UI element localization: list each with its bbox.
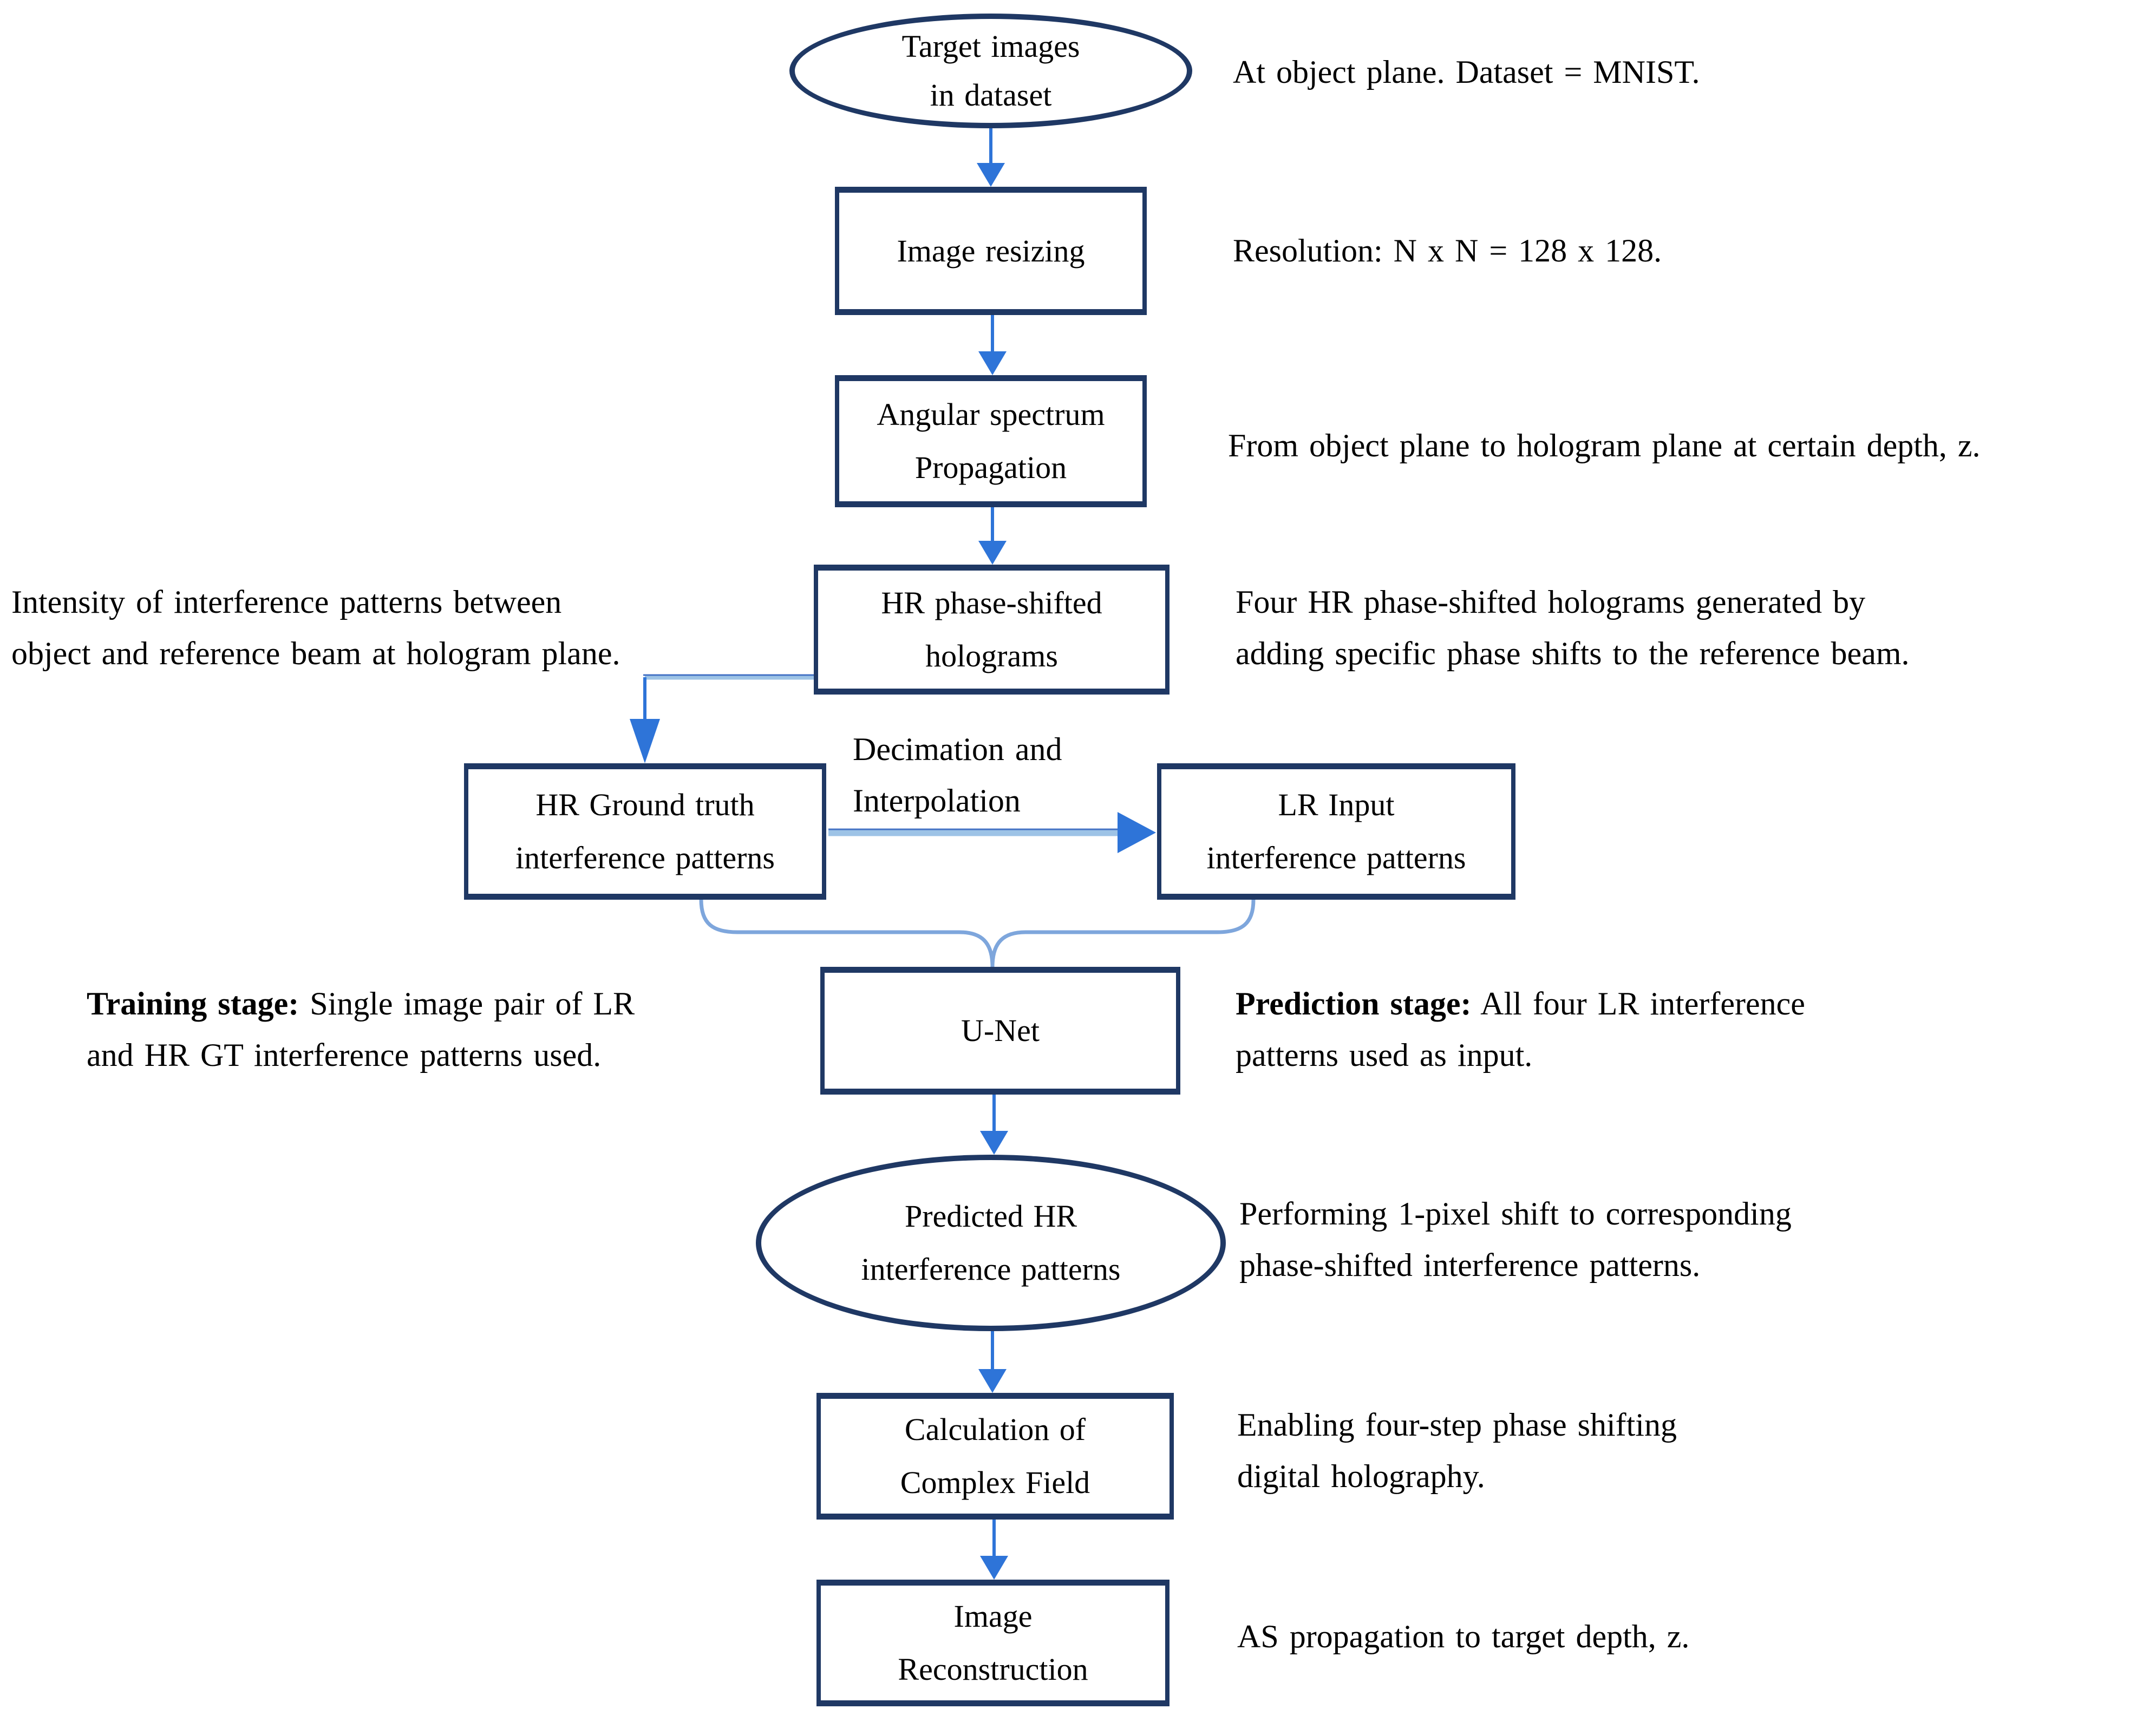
edge-label-line: Decimation and <box>853 731 1062 767</box>
node-label: Image <box>953 1599 1033 1634</box>
node-label: Target images <box>901 29 1080 64</box>
arrow-predicted-to-calc <box>978 1331 1007 1393</box>
arrow-calc-to-recon <box>980 1520 1008 1580</box>
annotation-training-stage: Training stage: Single image pair of LR … <box>87 978 635 1081</box>
annotation-as-propagation: AS propagation to target depth, z. <box>1237 1619 1690 1654</box>
node-label: in dataset <box>930 77 1052 113</box>
annotation-line: Prediction stage: All four LR interferen… <box>1236 978 1805 1030</box>
node-label: Image resizing <box>897 233 1085 269</box>
node-unet: U-Net <box>820 967 1180 1095</box>
node-label: Reconstruction <box>898 1652 1088 1687</box>
annotation-line: adding specific phase shifts to the refe… <box>1236 636 1910 671</box>
annotation-line: Performing 1-pixel shift to correspondin… <box>1239 1196 1792 1232</box>
annotation-line: phase-shifted interference patterns. <box>1239 1247 1701 1283</box>
annotation-line: Intensity of interference patterns betwe… <box>11 584 562 620</box>
node-angular-spectrum: Angular spectrum Propagation <box>835 375 1147 507</box>
annotation-rest: Single image pair of LR <box>299 986 635 1022</box>
node-label: interference patterns <box>861 1252 1121 1287</box>
annotation-propagation: From object plane to hologram plane at c… <box>1228 428 1981 463</box>
annotation-four-hr: Four HR phase-shifted holograms generate… <box>1236 577 1910 679</box>
annotation-line: Training stage: Single image pair of LR <box>87 978 635 1030</box>
node-label: LR Input <box>1278 787 1395 822</box>
arrow-hrgt-to-lrinput <box>828 812 1156 853</box>
node-image-reconstruction: Image Reconstruction <box>816 1580 1170 1706</box>
annotation-line: and HR GT interference patterns used. <box>87 1037 602 1073</box>
node-label: Predicted HR <box>904 1199 1077 1234</box>
elbow-hrphase-to-hrgt <box>630 674 815 763</box>
node-label: Calculation of <box>904 1412 1086 1447</box>
node-label: interference patterns <box>1206 840 1466 875</box>
arrow-unet-to-predicted <box>980 1095 1008 1155</box>
annotation-line: Four HR phase-shifted holograms generate… <box>1236 584 1866 620</box>
node-lr-input: LR Input interference patterns <box>1157 763 1515 900</box>
node-target-images: Target images in dataset <box>789 14 1192 128</box>
annotation-lead: Prediction stage: <box>1236 986 1472 1022</box>
annotation-mnist: At object plane. Dataset = MNIST. <box>1233 54 1700 90</box>
arrow-target-to-resize <box>977 128 1005 187</box>
node-label: holograms <box>925 638 1058 673</box>
node-label: Propagation <box>914 450 1067 485</box>
node-calc-complex-field: Calculation of Complex Field <box>816 1393 1174 1520</box>
node-label: HR Ground truth <box>535 787 755 822</box>
edge-label-line: Interpolation <box>853 783 1021 819</box>
annotation-pixel-shift: Performing 1-pixel shift to correspondin… <box>1239 1188 1792 1291</box>
annotation-lead: Training stage: <box>87 986 299 1022</box>
node-label: Angular spectrum <box>877 397 1105 432</box>
annotation-four-step: Enabling four-step phase shifting digita… <box>1237 1399 1677 1502</box>
node-hr-ground-truth: HR Ground truth interference patterns <box>464 763 826 900</box>
arrow-resize-to-angular <box>978 315 1007 375</box>
node-label: Complex Field <box>900 1465 1090 1500</box>
node-label: HR phase-shifted <box>881 585 1102 620</box>
annotation-prediction-stage: Prediction stage: All four LR interferen… <box>1236 978 1805 1081</box>
annotation-resolution: Resolution: N x N = 128 x 128. <box>1233 233 1662 269</box>
edge-label-decimation: Decimation and Interpolation <box>853 724 1062 827</box>
annotation-line: Enabling four-step phase shifting <box>1237 1407 1677 1443</box>
annotation-line: object and reference beam at hologram pl… <box>11 636 620 671</box>
annotation-line: digital holography. <box>1237 1458 1485 1494</box>
bracket-to-unet <box>699 898 1256 969</box>
node-label: interference patterns <box>515 840 775 875</box>
annotation-line: patterns used as input. <box>1236 1037 1533 1073</box>
node-label: U-Net <box>961 1013 1040 1048</box>
arrow-angular-to-hrphase <box>978 507 1007 565</box>
node-hr-phase-shifted: HR phase-shifted holograms <box>814 565 1170 695</box>
annotation-intensity: Intensity of interference patterns betwe… <box>11 577 620 679</box>
annotation-rest: All four LR interference <box>1471 986 1805 1022</box>
node-predicted-hr: Predicted HR interference patterns <box>756 1155 1226 1331</box>
node-image-resizing: Image resizing <box>835 187 1147 315</box>
